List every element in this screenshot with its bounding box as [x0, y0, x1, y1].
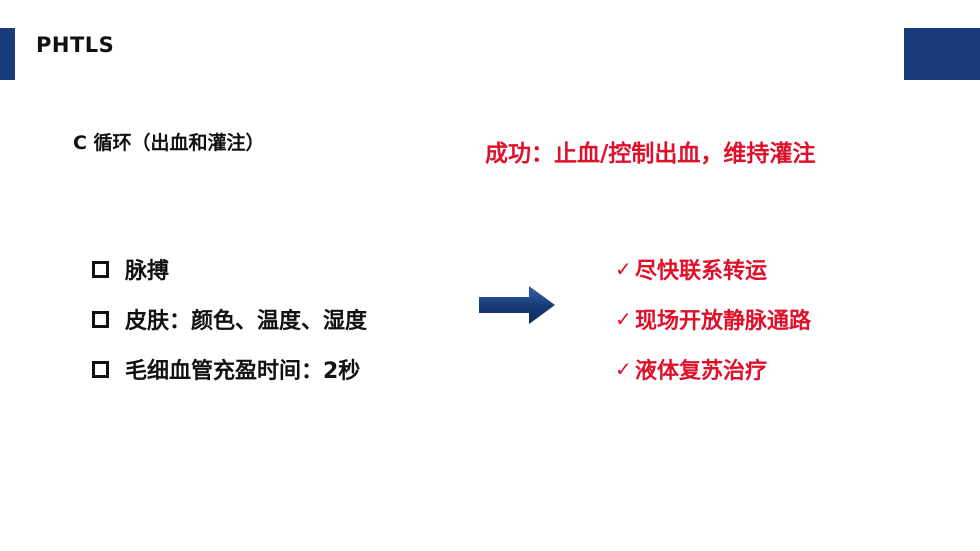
list-item-label: 尽快联系转运 — [635, 259, 768, 284]
left-accent-bar — [0, 28, 15, 80]
arrow-right-icon — [479, 286, 555, 324]
action-list: ✓ 尽快联系转运 ✓ 现场开放静脉通路 ✓ 液体复苏治疗 — [615, 244, 811, 394]
checkbox-icon — [92, 310, 109, 328]
check-icon: ✓ — [615, 307, 632, 331]
check-icon: ✓ — [615, 357, 632, 381]
list-item: ✓ 尽快联系转运 — [615, 244, 811, 294]
list-item-label: 皮肤：颜色、温度、湿度 — [125, 309, 368, 334]
list-item: 毛细血管充盈时间：2秒 — [92, 344, 367, 394]
list-item-label: 液体复苏治疗 — [635, 359, 768, 384]
right-accent-block — [900, 28, 980, 80]
list-item: 脉搏 — [92, 244, 367, 294]
slide-title: PHTLS — [36, 33, 115, 57]
list-item-label: 脉搏 — [125, 259, 170, 284]
check-icon: ✓ — [615, 257, 632, 281]
list-item: ✓ 液体复苏治疗 — [615, 344, 811, 394]
list-item-label: 现场开放静脉通路 — [635, 309, 812, 334]
list-item: ✓ 现场开放静脉通路 — [615, 294, 811, 344]
success-criteria: 成功：止血/控制出血，维持灌注 — [485, 141, 816, 167]
assessment-list: 脉搏 皮肤：颜色、温度、湿度 毛细血管充盈时间：2秒 — [92, 244, 367, 394]
section-subtitle: C 循环（出血和灌注） — [73, 132, 265, 154]
checkbox-icon — [92, 360, 109, 378]
list-item: 皮肤：颜色、温度、湿度 — [92, 294, 367, 344]
checkbox-icon — [92, 260, 109, 278]
list-item-label: 毛细血管充盈时间：2秒 — [125, 359, 361, 384]
